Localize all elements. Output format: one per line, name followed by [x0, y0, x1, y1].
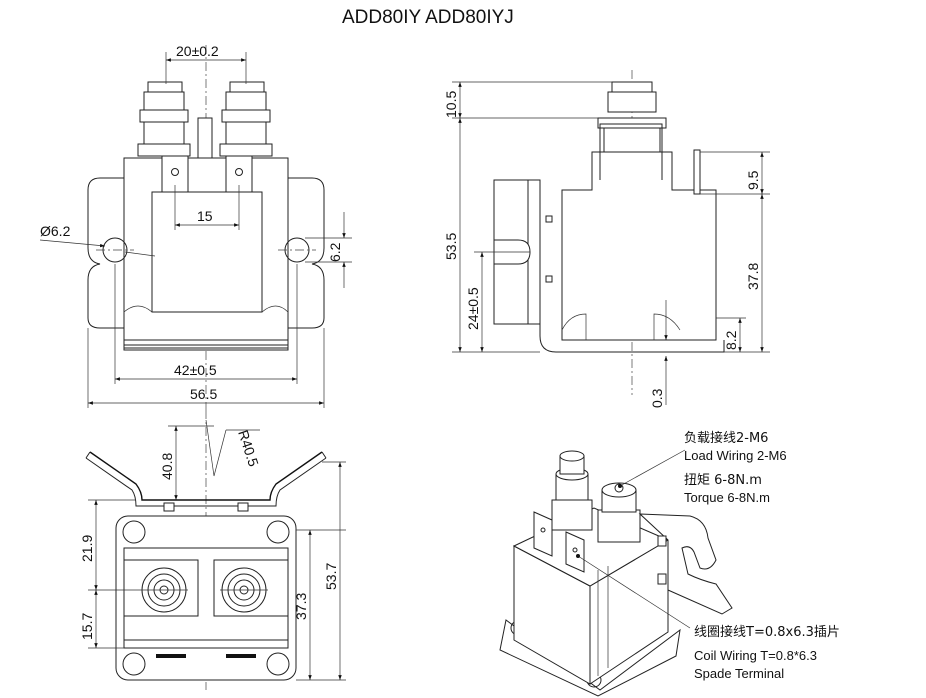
iso-stud-left: [551, 450, 593, 531]
terminal-right: [220, 567, 268, 613]
dim-bracket-height: 40.8: [159, 453, 175, 480]
isometric-view: [499, 449, 733, 697]
dim-width: 56.5: [190, 386, 217, 402]
front-view: 20±0.2 15 Ø6.2 6.2 42±0.5 56.5: [39, 43, 352, 410]
dim-bend-radius: R40.5: [235, 428, 262, 469]
dim-pitch: 20±0.2: [176, 43, 219, 59]
coil-tab-right: [226, 654, 256, 658]
dim-stud-height: 10.5: [443, 91, 459, 118]
side-view: 10.5 53.5 24±0.5 9.5 37.8 8.2 0.3: [443, 70, 770, 408]
dim-overall-depth: 53.7: [323, 563, 339, 590]
dim-center-depth: 37.3: [293, 593, 309, 620]
dim-body-height: 37.8: [745, 263, 761, 290]
bottom-view: R40.5 40.8 21.9 15.7 37.3 53.7: [79, 410, 346, 690]
callout-coil-en: Coil Wiring T=0.8*6.3: [694, 648, 817, 663]
callout-load-cn: 负载接线2-M6: [684, 430, 768, 446]
iso-stud-right: [597, 482, 641, 543]
stud-left: [137, 81, 191, 193]
dim-lower-offset: 15.7: [79, 613, 95, 640]
callout-torque-cn: 扭矩 6-8N.m: [684, 473, 762, 488]
dim-hole-height: 6.2: [327, 242, 343, 262]
dim-base-height: 8.2: [723, 330, 739, 350]
callouts: 负载接线2-M6 Load Wiring 2-M6 扭矩 6-8N.m Torq…: [684, 430, 840, 681]
callout-coil-cn: 线圈接线T=0.8x6.3插片: [694, 624, 840, 640]
dim-tab-height: 9.5: [745, 170, 761, 190]
dim-upper-offset: 21.9: [79, 535, 95, 562]
dim-slot-height: 24±0.5: [465, 287, 481, 330]
dim-tab-spacing: 15: [197, 208, 213, 224]
terminal-left: [140, 567, 188, 613]
stud-right: [219, 81, 273, 193]
dim-total-height: 53.5: [443, 233, 459, 260]
callout-torque-en: Torque 6-8N.m: [684, 490, 770, 505]
callout-load-en: Load Wiring 2-M6: [684, 448, 787, 463]
dim-mount-spacing: 42±0.5: [174, 362, 217, 378]
callout-coil-en2: Spade Terminal: [694, 666, 784, 681]
dim-base-offset: 0.3: [649, 388, 665, 408]
coil-tab-left: [156, 654, 186, 658]
drawing-title: ADD80IY ADD80IYJ: [342, 7, 514, 28]
dim-hole-dia: Ø6.2: [40, 223, 71, 239]
